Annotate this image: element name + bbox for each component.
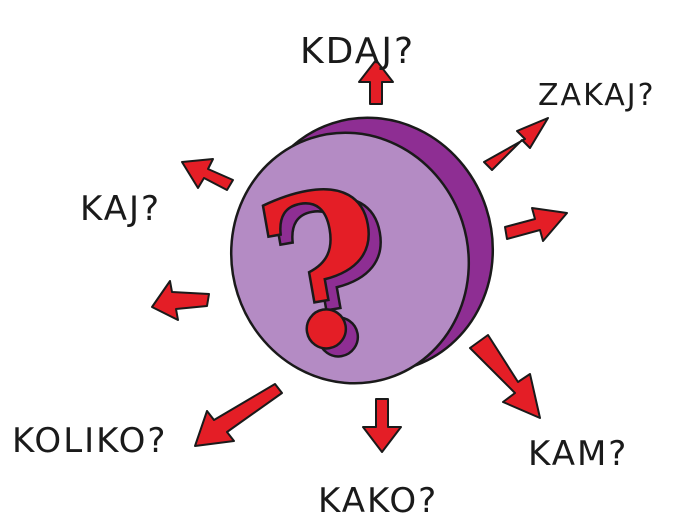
- label-kam: KAM?: [528, 434, 628, 474]
- arrow-right: [505, 208, 567, 241]
- arrow-left-up-kaj: [182, 159, 233, 190]
- label-kaj: KAJ?: [80, 189, 161, 229]
- label-kako: KAKO?: [318, 481, 438, 521]
- arrow-up-right-zakaj: [484, 118, 548, 170]
- label-koliko: KOLIKO?: [12, 421, 167, 461]
- arrow-down-left-koliko: [195, 384, 282, 446]
- label-kdaj: KDAJ?: [300, 31, 415, 72]
- label-zakaj: ZAKAJ?: [538, 78, 656, 113]
- arrow-down-right-kam: [470, 335, 540, 418]
- arrow-down-kako: [363, 399, 401, 452]
- arrow-left: [152, 281, 209, 320]
